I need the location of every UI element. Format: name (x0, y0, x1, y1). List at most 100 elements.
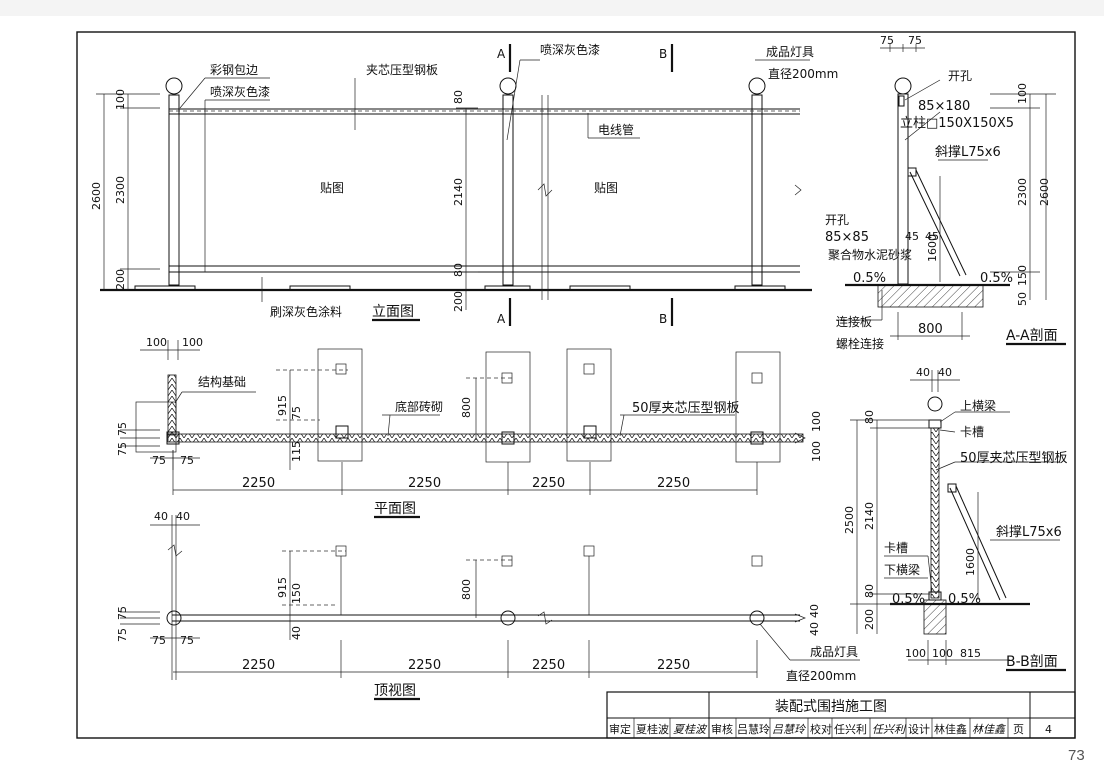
aa-dim-2300: 2300 (1016, 178, 1029, 206)
plan-view: 100 100 结构基础 915 75 115 (116, 336, 823, 519)
page-number: 73 (1068, 747, 1085, 764)
top-dim-915: 915 (276, 577, 289, 598)
top-view: 40 40 915 150 40 800 75 75 75 75 (116, 510, 860, 701)
aa-label-hole: 开孔 (948, 69, 972, 83)
tb-review-name: 吕慧玲 (737, 722, 770, 736)
tb-design-signature: 林佳鑫 (972, 723, 1007, 736)
tb-approve-label: 审定 (609, 722, 631, 736)
plan-dim-115: 115 (290, 441, 303, 462)
top-dim-40b: 40 (176, 510, 190, 523)
aa-label-brace: 斜撑L75x6 (935, 145, 1001, 160)
top-label-lamp-diameter: 直径200mm (786, 669, 856, 683)
label-lamp-diameter: 直径200mm (768, 67, 838, 81)
tb-review-label: 审核 (711, 722, 733, 736)
drawing-title: 装配式围挡施工图 (775, 699, 887, 715)
elevation-title: 立面图 (372, 304, 414, 320)
bb-label-slot-1: 卡槽 (960, 425, 984, 439)
bb-dim-100a: 100 (905, 647, 926, 660)
plan-dim-75b2: 75 (180, 454, 194, 467)
aa-dim-75b: 75 (908, 34, 922, 47)
plan-title: 平面图 (374, 501, 416, 517)
bb-slope-1: 0.5% (892, 592, 925, 607)
elev-dim-80b: 80 (452, 263, 465, 277)
plan-dim-100a: 100 (146, 336, 167, 349)
top-dim-75b2: 75 (180, 634, 194, 647)
bb-dim-100b: 100 (932, 647, 953, 660)
elev-dim-80a: 80 (452, 90, 465, 104)
tb-approve-signature: 夏桂波 (673, 723, 708, 736)
bb-slope-2: 0.5% (948, 592, 981, 607)
bb-label-bottom-beam: 下横梁 (884, 562, 920, 577)
aa-dim-45b: 45 (925, 230, 939, 243)
label-ground-coating: 刷深灰色涂料 (270, 304, 342, 319)
aa-dim-2600: 2600 (1038, 178, 1051, 206)
top-view-title: 顶视图 (374, 683, 416, 699)
sheet-frame (76, 31, 1076, 739)
top-span-3: 2250 (532, 658, 565, 673)
top-dim-75b1: 75 (152, 634, 166, 647)
top-dim-150: 150 (290, 583, 303, 604)
elev-dim-200b: 200 (452, 291, 465, 312)
plan-span-2: 2250 (408, 476, 441, 491)
aa-label-hole2: 开孔 (825, 213, 849, 227)
section-aa-title: A-A剖面 (1006, 328, 1058, 344)
label-poster-1: 贴图 (320, 181, 344, 195)
elev-dim-2140: 2140 (452, 178, 465, 206)
plan-dim-800: 800 (460, 397, 473, 418)
top-dim-40: 40 (290, 626, 303, 640)
top-dim-40r2: 40 (808, 622, 821, 636)
aa-dim-50: 50 (1016, 292, 1029, 306)
tb-page-label: 页 (1013, 723, 1024, 736)
elev-dim-2600: 2600 (90, 182, 103, 210)
section-aa-view: 75 75 开孔 85×180 立柱□150X150X5 斜撑L75x6 开孔 … (825, 34, 1066, 351)
aa-dim-800: 800 (918, 322, 943, 337)
bb-dim-80a: 80 (863, 410, 876, 424)
section-bb-view: 40 40 上横梁 卡槽 50厚夹芯压型钢板 斜撑L75x6 卡槽 下横梁 0.… (843, 366, 1068, 672)
plan-dim-100r1: 100 (810, 411, 823, 432)
plan-dim-75b1: 75 (152, 454, 166, 467)
top-dim-800: 800 (460, 579, 473, 600)
bb-label-slot-2: 卡槽 (884, 541, 908, 555)
bb-label-top-beam: 上横梁 (960, 398, 996, 413)
top-span-1: 2250 (242, 658, 275, 673)
top-dim-75l2: 75 (116, 628, 129, 642)
top-dim-40a: 40 (154, 510, 168, 523)
label-sandwich-panel: 夹芯压型钢板 (366, 63, 438, 77)
aa-label-mortar: 聚合物水泥砂浆 (828, 247, 912, 262)
label-grey-paint: 喷深灰色漆 (210, 85, 270, 99)
plan-dim-100b: 100 (182, 336, 203, 349)
tb-check-label: 校对 (810, 722, 832, 736)
bb-dim-40a: 40 (916, 366, 930, 379)
aa-label-bolt: 螺栓连接 (836, 336, 884, 351)
bb-dim-2140: 2140 (863, 502, 876, 530)
aa-label-hole-size: 85×180 (918, 99, 970, 114)
elev-dim-100: 100 (114, 89, 127, 110)
bb-dim-1600: 1600 (964, 548, 977, 576)
title-block: 装配式围挡施工图 审定 夏桂波 夏桂波 审核 吕慧玲 吕慧玲 校对 任兴利 任兴… (606, 691, 1076, 739)
plan-span-3: 2250 (532, 476, 565, 491)
label-conduit: 电线管 (598, 122, 634, 137)
aa-slope-2: 0.5% (980, 271, 1013, 286)
plan-dim-915: 915 (276, 395, 289, 416)
top-dim-75l1: 75 (116, 606, 129, 620)
tb-approve-name: 夏桂波 (636, 722, 669, 736)
elev-dim-200: 200 (114, 269, 127, 290)
plan-span-4: 2250 (657, 476, 690, 491)
section-a-top: A (497, 47, 506, 61)
aa-dim-150: 150 (1016, 265, 1029, 286)
plan-label-foundation: 结构基础 (198, 374, 246, 389)
section-a-bottom: A (497, 312, 506, 326)
tb-check-signature: 任兴利 (872, 723, 907, 736)
plan-span-1: 2250 (242, 476, 275, 491)
aa-dim-1600: 1600 (926, 234, 939, 262)
bb-dim-815: 815 (960, 647, 981, 660)
elevation-view: A A B B 彩钢包边 喷深灰色漆 夹芯压型钢板 喷深灰色漆 成品灯具 直径2… (90, 43, 838, 326)
top-span-4: 2250 (657, 658, 690, 673)
tb-design-label: 设计 (908, 723, 930, 736)
label-lamp: 成品灯具 (766, 45, 814, 59)
aa-label-post: 立柱□150X150X5 (900, 116, 1014, 131)
section-b-top: B (659, 47, 667, 61)
elev-dim-2300: 2300 (114, 176, 127, 204)
bb-dim-200: 200 (863, 609, 876, 630)
